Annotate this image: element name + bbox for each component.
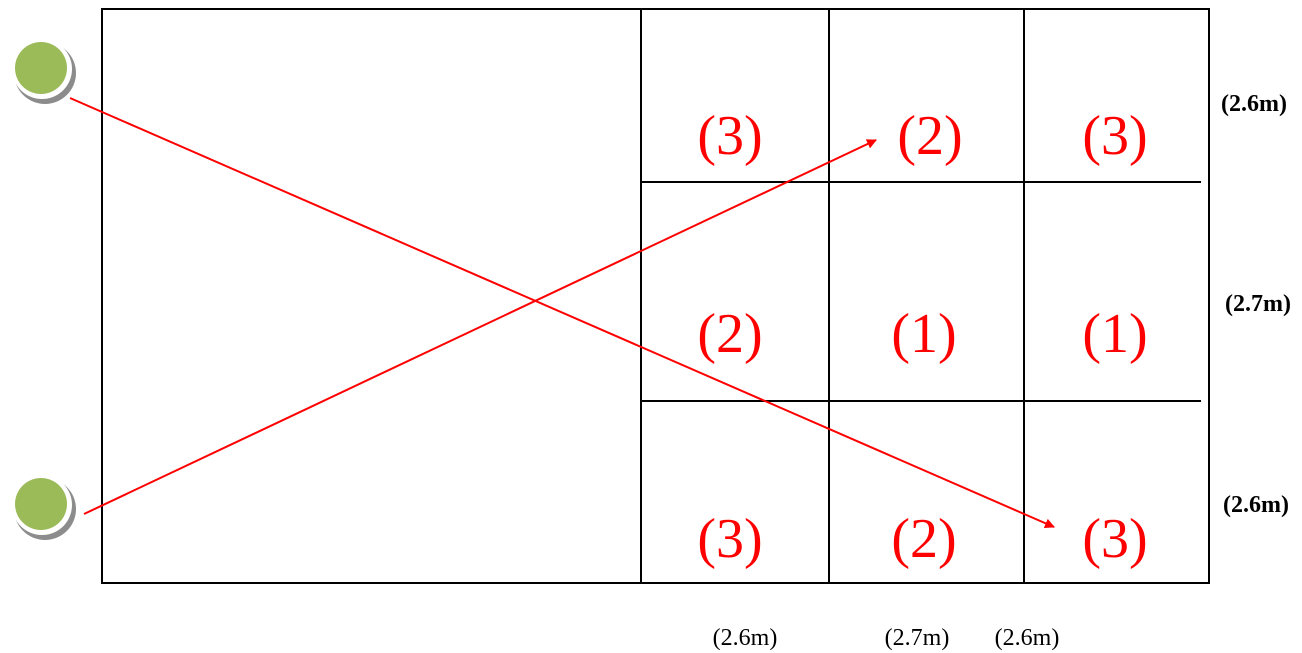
column-dimension-middle: (2.7m) <box>885 625 950 651</box>
zone-label-bottom-middle: (2) <box>891 508 956 570</box>
arrows <box>69 97 1055 528</box>
zone-label-top-middle: (2) <box>897 105 962 167</box>
arrow-bottom-player-to-top-middle <box>83 139 877 515</box>
row-dimensions: (2.6m) (2.7m) (2.6m) <box>1221 91 1291 518</box>
row-dimension-middle: (2.7m) <box>1225 291 1291 317</box>
column-dimension-left: (2.6m) <box>713 625 778 651</box>
player-bottom <box>12 475 76 540</box>
row-dimension-bottom: (2.6m) <box>1223 492 1289 518</box>
zone-label-middle-right: (1) <box>1082 303 1147 365</box>
zone-label-bottom-right: (3) <box>1082 508 1147 570</box>
court-outline <box>101 8 1210 584</box>
player-top <box>12 39 76 104</box>
player-circle-icon <box>15 478 67 530</box>
zone-label-middle-middle: (1) <box>891 303 956 365</box>
column-dimensions: (2.6m) (2.7m) (2.6m) <box>713 625 1060 651</box>
player-circle-icon <box>15 42 67 94</box>
zone-label-top-left: (3) <box>697 105 762 167</box>
zone-label-top-right: (3) <box>1082 105 1147 167</box>
zone-labels: (3) (2) (3) (2) (1) (1) (3) (2) (3) <box>697 105 1147 570</box>
column-dimension-right: (2.6m) <box>995 625 1060 651</box>
zone-label-middle-left: (2) <box>697 303 762 365</box>
row-dimension-top: (2.6m) <box>1221 91 1287 117</box>
zone-label-bottom-left: (3) <box>697 508 762 570</box>
arrow-top-player-to-bottom-right <box>69 97 1055 528</box>
